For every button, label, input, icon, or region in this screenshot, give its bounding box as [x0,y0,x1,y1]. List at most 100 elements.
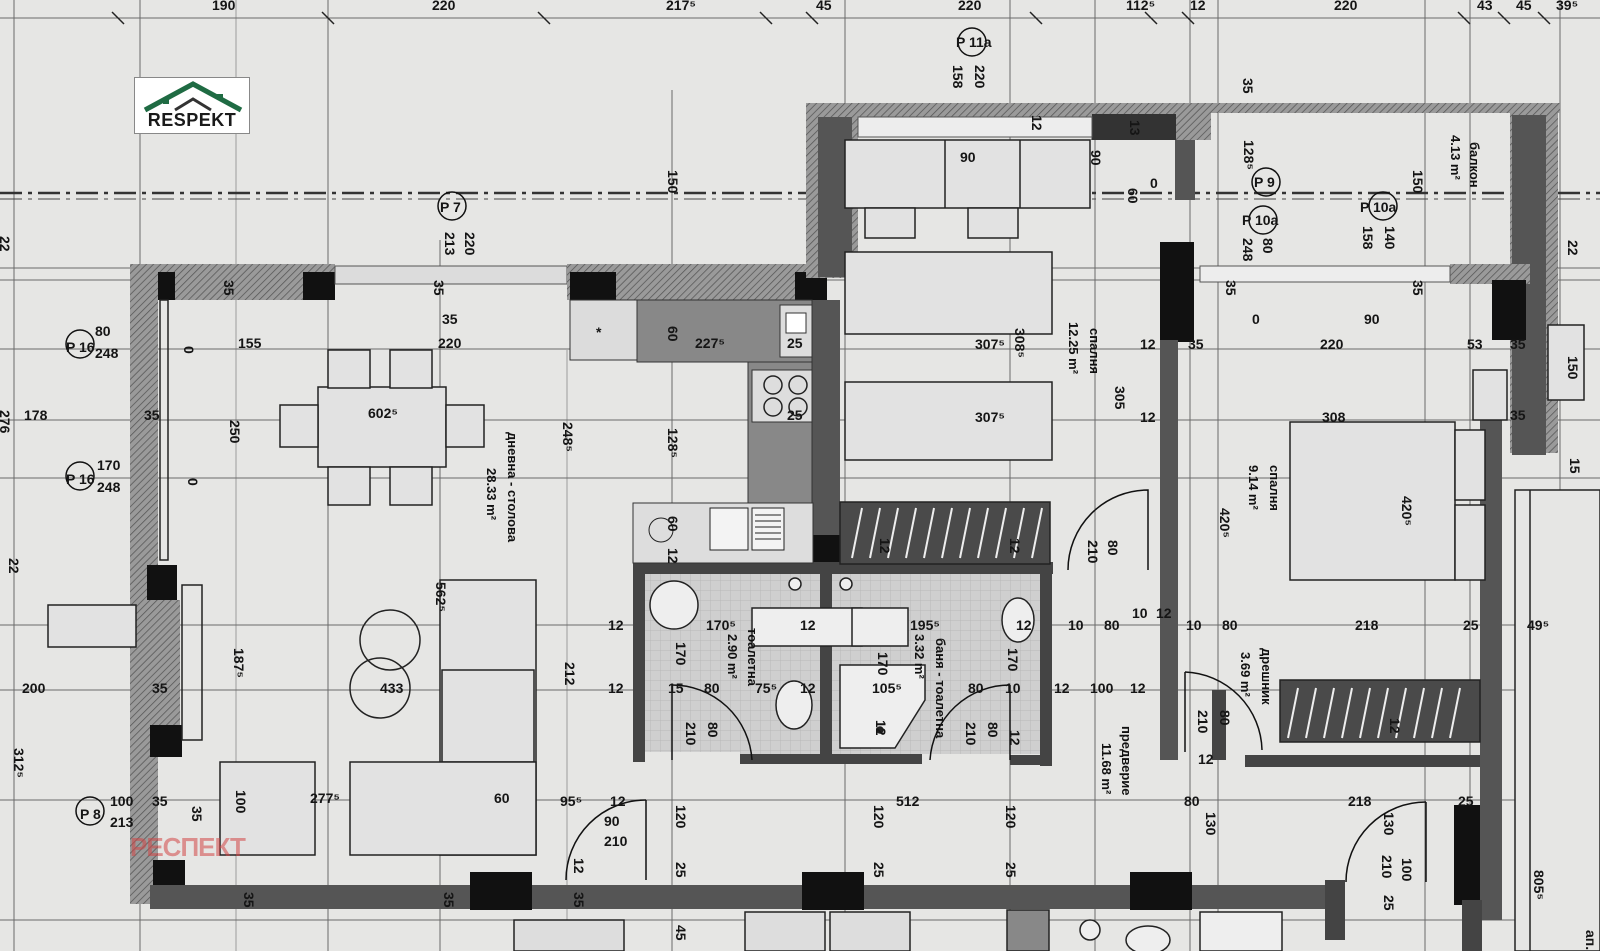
dim-label: 305 [1112,386,1128,410]
dim-label: 80 [1184,793,1200,809]
dim-label: 210 [1195,710,1211,734]
window-tag-p11a: P 11a [956,34,992,50]
window-tag-p8: P 8 [80,806,101,822]
window-tag-p10a-left: P 10a [1242,212,1279,228]
hall-area: 11.68 m² [1099,743,1114,795]
dim-label: 200 [22,680,46,696]
bathrooms [645,574,1040,754]
dim-label: 35 [1188,336,1204,352]
dim-label: 35 [571,892,587,908]
dim-label: 120 [871,805,887,829]
dim-label: 210 [1085,540,1101,564]
dim-label: 212 [562,662,578,686]
dim-label: 80 [985,722,1001,738]
dim-label: 100 [1090,680,1114,696]
dim-label: 150 [665,170,681,194]
house-roof-icon [143,81,243,113]
dim-label: 210 [963,722,979,746]
dim-label: 308 [1322,409,1346,425]
wardrobe-name: дрешник [1259,648,1274,705]
top-dimension-labels: 190 220 217⁵ 45 220 112⁵ 12 220 43 45 39… [212,0,1578,13]
dim-label: 12 [1029,115,1045,131]
dim-label: 12 [608,680,624,696]
dim-label: 12 [1007,538,1023,554]
dim-label: 0 [181,346,197,354]
dim-label: 12 [1054,680,1070,696]
dim-label: 0 [185,478,201,486]
window-p16-b-b: 248 [97,479,121,495]
dim-label: 90 [1088,150,1104,166]
top-dim-4: 45 [816,0,832,13]
top-dim-10: 45 [1516,0,1532,13]
dim-label: 105⁵ [872,680,902,696]
window-p10a-right-a: 158 [1360,226,1376,250]
dim-label: 12 [1130,680,1146,696]
bedroom2-furniture [1279,324,1585,743]
dim-label: 602⁵ [368,405,398,421]
living-furniture [47,299,537,856]
dim-label: 35 [221,280,237,296]
dim-label: 100 [1399,858,1415,882]
dim-label: 35 [189,806,205,822]
dim-label: 218 [1348,793,1372,809]
toilet-name: тоалетна [745,628,760,687]
window-p11a-b: 220 [972,65,988,89]
dim-label: 12 [800,617,816,633]
living-room-area: 28.33 m² [484,468,499,521]
wardrobe-area: 3.69 m² [1238,652,1253,697]
company-logo: RESPEKT [134,77,250,134]
dim-label: 49⁵ [1527,617,1549,633]
top-dim-11: 39⁵ [1556,0,1578,13]
window-p8-a: 100 [110,793,134,809]
dim-label: 35 [144,407,160,423]
window-p16-a-b: 248 [95,345,119,361]
top-dimension-ticks [111,11,1551,25]
dim-label: 178 [24,407,48,423]
window-tag-labels: P 7 213 220 P 11a 158 220 P 9 P 10a 248 … [66,34,1398,830]
dim-label: 130 [1203,812,1219,836]
top-dim-6: 112⁵ [1126,0,1155,13]
dim-label: 120 [673,805,689,829]
dim-label: 15 [668,680,684,696]
dim-label: 25 [673,862,689,878]
hall-name: предверие [1119,726,1134,796]
dim-label: 120 [1003,805,1019,829]
dim-label: 12 [1140,336,1156,352]
dim-label: 170 [673,642,689,666]
lower-rooms [513,489,1600,951]
dim-label: 307⁵ [975,409,1005,425]
living-room-name: дневна - столова [505,432,520,543]
dim-label: 100 [233,790,249,814]
watermark: РЕСПЕКТ [130,832,246,862]
dim-label: 60 [1125,188,1141,204]
dim-label: 420⁵ [1399,496,1415,526]
dim-label: 562⁵ [433,582,449,612]
bedroom1-area: 12.25 m² [1066,322,1081,375]
dim-label: 307⁵ [975,336,1005,352]
window-p11a-a: 158 [950,65,966,89]
window-tag-p7: P 7 [440,199,461,215]
dim-label: 13 [1127,120,1143,136]
dim-label: 25 [1463,617,1479,633]
dim-label: 0 [1150,175,1158,191]
bath-name: баня - тоалетна [933,638,948,739]
window-p10a-left-b: 80 [1260,238,1276,254]
dim-label: 80 [968,680,984,696]
window-p7-b: 220 [462,232,478,256]
dim-label: 170 [875,652,891,676]
dim-label: 35 [431,280,447,296]
top-dim-9: 43 [1477,0,1493,13]
dim-label: 12 [873,720,889,736]
dim-label: 53 [1467,336,1483,352]
bedroom1-name: спалня [1087,328,1102,374]
window-p10a-left-a: 248 [1240,238,1256,262]
dim-label: 220 [438,335,462,351]
doors [565,489,1427,883]
dim-label: 433 [380,680,404,696]
dim-label: 10 [1186,617,1202,633]
dimension-labels: 155 220 35 35 35 178 276 200 312⁵ 22 0 0… [0,78,1599,950]
window-tag-p10a-right: P 10a [1360,199,1397,215]
dim-label: 35 [1240,78,1256,94]
dim-label: 512 [896,793,920,809]
